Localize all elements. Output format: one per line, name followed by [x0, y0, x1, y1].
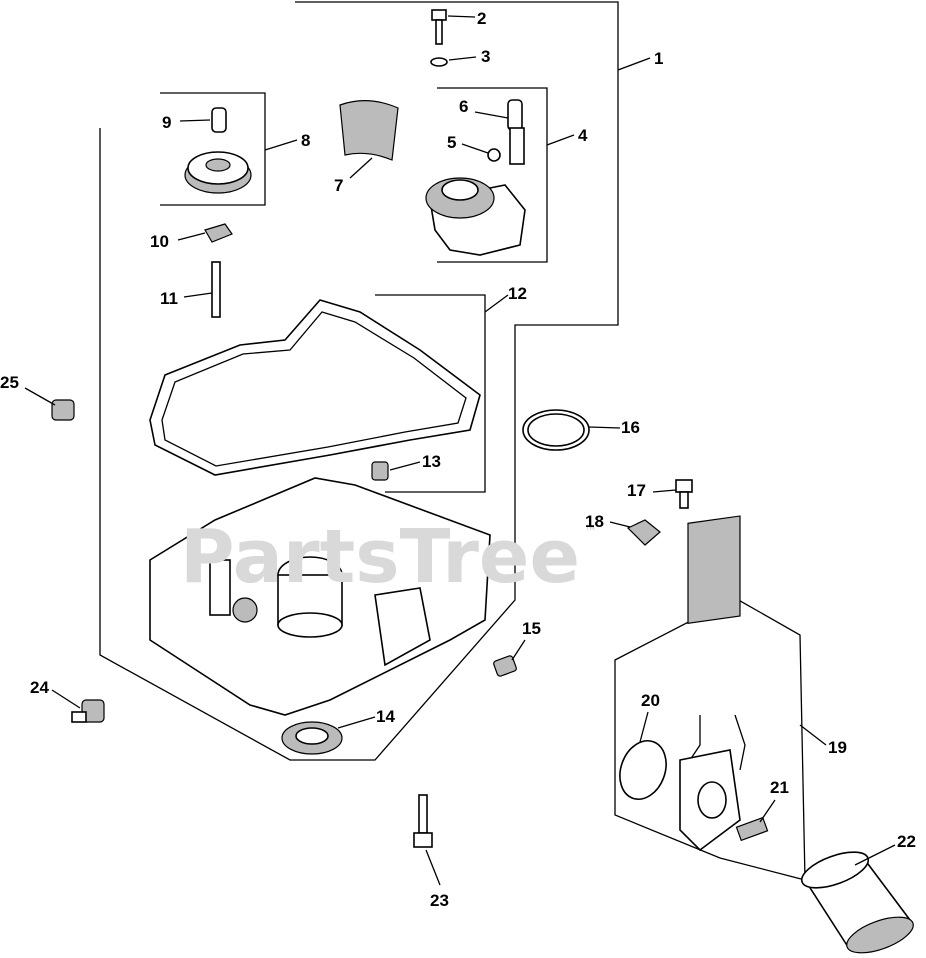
- o-ring-part-20: [619, 740, 667, 800]
- nut-part-18: [626, 519, 661, 546]
- callout-11: 11: [160, 289, 178, 308]
- leader-lines: [24, 15, 896, 886]
- callout-18: 18: [585, 512, 604, 531]
- callout-10: 10: [150, 232, 169, 251]
- bolt-part-2: [431, 9, 447, 45]
- o-ring-part-5: [487, 148, 501, 162]
- assembly-4-outline: [437, 87, 548, 263]
- bolt-part-23: [413, 794, 433, 848]
- assembly-8-outline: [160, 92, 266, 206]
- gasket-part-12: [149, 299, 481, 476]
- callout-5: 5: [447, 133, 456, 152]
- callout-4: 4: [578, 126, 588, 145]
- oil-cooler-part-19: [679, 515, 746, 852]
- callout-12: 12: [508, 284, 527, 303]
- callout-3: 3: [481, 47, 490, 66]
- callout-labels: 1 2 3 4 5 6 7 8 9 10 11 12 13 14 15 16 1…: [0, 9, 916, 910]
- oil-pan-base: [149, 477, 491, 716]
- oil-filter-part-22: [800, 851, 914, 954]
- callout-16: 16: [621, 418, 640, 437]
- assembly-1-outline: [99, 1, 619, 761]
- seal-part-14: [281, 721, 343, 755]
- clip-part-10: [204, 223, 233, 243]
- callout-17: 17: [627, 481, 646, 500]
- dowel-part-13: [371, 461, 389, 481]
- callout-19: 19: [828, 738, 847, 757]
- watermark-trademark: ™: [584, 525, 597, 540]
- callout-14: 14: [376, 707, 395, 726]
- callout-25: 25: [0, 373, 19, 392]
- sensor-part-6: [507, 99, 525, 165]
- fitting-part-21: [735, 816, 769, 842]
- callout-2: 2: [477, 9, 486, 28]
- callout-20: 20: [641, 691, 660, 710]
- bolt-part-17: [675, 479, 693, 509]
- callout-1: 1: [654, 49, 663, 68]
- washer-part-3: [430, 57, 448, 67]
- callout-22: 22: [897, 832, 916, 851]
- callout-13: 13: [422, 452, 441, 471]
- callout-21: 21: [770, 778, 789, 797]
- callout-8: 8: [301, 131, 310, 150]
- bearing-part-7: [339, 100, 399, 161]
- watermark: PartsTree: [180, 514, 580, 600]
- o-ring-part-16: [522, 409, 590, 451]
- callout-23: 23: [430, 891, 449, 910]
- callout-15: 15: [522, 619, 541, 638]
- plug-part-15: [493, 655, 517, 677]
- assembly-12-outline: [375, 294, 486, 493]
- pin-part-9: [211, 107, 227, 133]
- stud-part-11: [211, 261, 221, 318]
- callout-9: 9: [162, 113, 171, 132]
- gear-part-8: [184, 151, 252, 194]
- sensor-part-24: [71, 699, 105, 723]
- plug-part-25: [51, 399, 75, 421]
- oil-pump-part-4: [425, 177, 526, 256]
- callout-6: 6: [459, 97, 468, 116]
- callout-7: 7: [334, 176, 343, 195]
- part-drawings: [51, 9, 914, 954]
- callout-24: 24: [30, 678, 49, 697]
